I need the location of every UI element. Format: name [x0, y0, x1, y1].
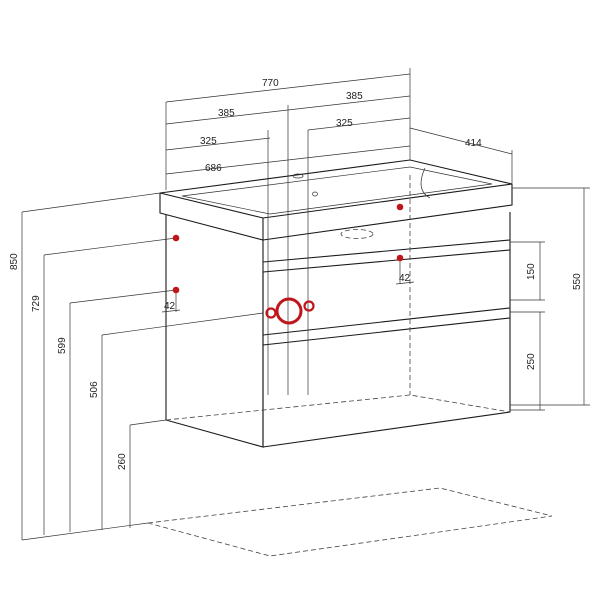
dim-325-left: 325	[200, 136, 217, 147]
ext-506	[101, 312, 264, 336]
dim-line-325-right	[307, 117, 411, 131]
cabinet-left-side	[165, 215, 264, 448]
dim-385-left: 385	[218, 108, 235, 119]
dim-line-414	[409, 127, 513, 155]
basin-front-left	[159, 193, 264, 241]
dim-line-385	[165, 95, 411, 125]
dim-729: 729	[31, 295, 42, 312]
drawer-top-edge	[262, 239, 511, 263]
marker-left-lower	[172, 286, 180, 294]
dim-414: 414	[465, 138, 482, 149]
drain	[340, 229, 374, 239]
dim-325-right: 325	[336, 118, 353, 129]
dim-385-right: 385	[346, 91, 363, 102]
basin-bowl-curve	[420, 167, 431, 199]
marker-right	[396, 254, 404, 262]
dim-260: 260	[117, 453, 128, 470]
marker-left-upper	[172, 234, 180, 242]
dim-250: 250	[526, 353, 537, 370]
floor-ref	[21, 522, 149, 541]
dim-42-left: 42	[164, 301, 176, 312]
dim-599: 599	[57, 337, 68, 354]
drain-pipe-ring	[275, 297, 303, 325]
dim-770: 770	[262, 78, 279, 89]
dim-line-770	[165, 73, 411, 103]
ext-260	[129, 419, 167, 426]
dim-42-right: 42	[399, 273, 411, 284]
tap-hole	[292, 173, 304, 179]
dim-550: 550	[572, 273, 583, 290]
water-inlet-left	[265, 307, 277, 319]
floor-outline	[147, 487, 553, 557]
overflow-hole	[312, 191, 318, 197]
dim-850: 850	[9, 253, 20, 270]
basin-inner-rim	[181, 166, 493, 215]
dim-tick-42-left	[161, 309, 181, 313]
connection-markers	[172, 203, 404, 325]
dim-686: 686	[205, 163, 222, 174]
dim-tick-42-right	[395, 281, 415, 285]
dim-150: 150	[526, 263, 537, 280]
ext-729	[43, 237, 177, 256]
lower-drawer-top	[262, 317, 511, 346]
ext-850	[21, 192, 161, 213]
marker-basin	[396, 203, 404, 211]
water-inlet-right	[303, 300, 315, 312]
cabinet-front-bottom	[262, 212, 511, 448]
upper-drawer-bottom	[262, 307, 511, 336]
basin-front-right	[262, 184, 513, 241]
dim-506: 506	[89, 381, 100, 398]
ext-599	[69, 289, 177, 304]
upper-drawer-top	[262, 249, 511, 273]
cabinet-hidden-base	[165, 394, 511, 421]
dim-line-325-left	[165, 137, 271, 151]
dim-line-686	[165, 145, 411, 175]
